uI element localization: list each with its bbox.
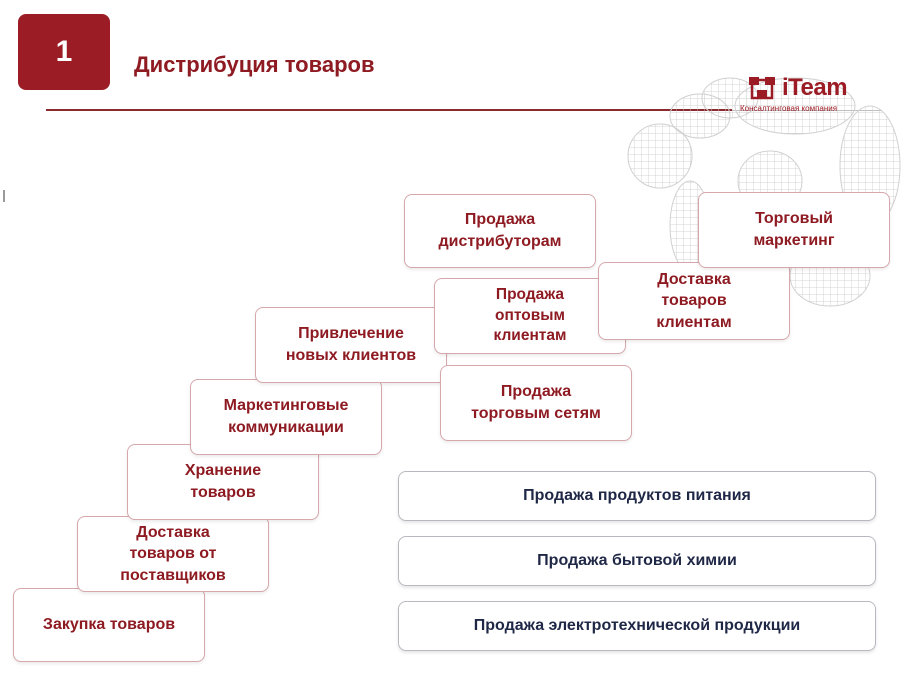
step-label: Доставка товаров от поставщиков bbox=[120, 523, 226, 584]
slide-number-badge: 1 bbox=[18, 14, 110, 90]
title-rule bbox=[46, 109, 732, 111]
sales-to-wholesale-clients: Продажа оптовым клиентам bbox=[434, 278, 626, 354]
step-purchase: Закупка товаров bbox=[13, 588, 205, 662]
product-line-label: Продажа бытовой химии bbox=[537, 552, 737, 569]
step-marketing-communications: Маркетинговые коммуникации bbox=[190, 379, 382, 455]
step-client-acquisition: Привлечение новых клиентов bbox=[255, 307, 447, 383]
step-label: Хранение товаров bbox=[184, 462, 262, 501]
channel-label: Продажа торговым сетям bbox=[471, 383, 601, 422]
delivery-to-clients: Доставка товаров клиентам bbox=[598, 262, 790, 340]
trade-marketing: Торговый маркетинг bbox=[698, 192, 890, 268]
step-label: Маркетинговые коммуникации bbox=[223, 397, 349, 436]
step-delivery-from-suppliers: Доставка товаров от поставщиков bbox=[77, 516, 269, 592]
step-storage: Хранение товаров bbox=[127, 444, 319, 520]
channel-label: Продажа дистрибуторам bbox=[438, 211, 562, 250]
slide-title: Дистрибуция товаров bbox=[134, 52, 375, 77]
channel-label: Продажа оптовым клиентам bbox=[493, 285, 567, 345]
product-line-electrotechnical: Продажа электротехнической продукции bbox=[398, 601, 876, 651]
logo-name: iTeam bbox=[782, 74, 848, 101]
upper-label: Доставка товаров клиентам bbox=[656, 270, 732, 331]
step-label: Привлечение новых клиентов bbox=[285, 325, 417, 364]
product-line-household-chemicals: Продажа бытовой химии bbox=[398, 536, 876, 586]
step-label: Закупка товаров bbox=[42, 616, 176, 634]
logo-subtitle: Консалтинговая компания bbox=[740, 104, 838, 113]
company-logo: iTeam Консалтинговая компания bbox=[740, 74, 878, 118]
product-line-label: Продажа продуктов питания bbox=[523, 487, 751, 504]
product-line-label: Продажа электротехнической продукции bbox=[473, 617, 801, 634]
logo-icon bbox=[749, 77, 775, 100]
sales-to-retail-chains: Продажа торговым сетям bbox=[440, 365, 632, 441]
sales-to-distributors: Продажа дистрибуторам bbox=[404, 194, 596, 268]
edge-mark bbox=[3, 190, 5, 202]
upper-label: Торговый маркетинг bbox=[753, 210, 835, 249]
product-line-food: Продажа продуктов питания bbox=[398, 471, 876, 521]
